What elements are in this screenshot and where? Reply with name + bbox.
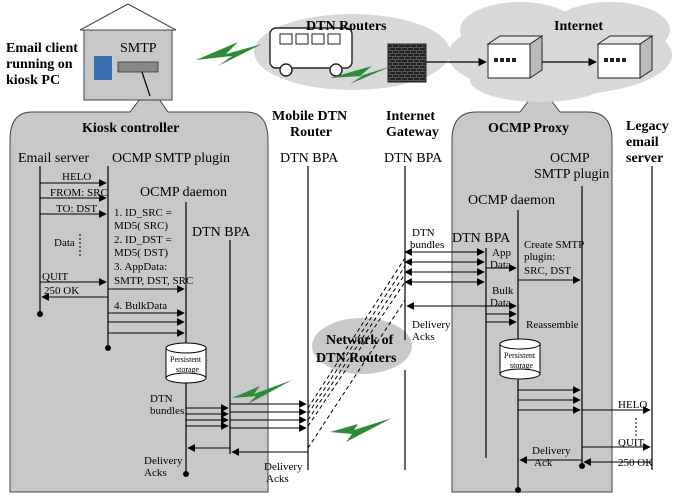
- ok-label: 250 OK: [44, 285, 79, 297]
- kiosk-pc-icon: [117, 61, 159, 73]
- kiosk-storage-cylinder: [165, 342, 207, 384]
- proxy-quit-label: QUIT: [618, 437, 645, 449]
- step1-line1: 1. ID_SRC =: [114, 207, 172, 219]
- ocmp-smtp-plugin-label: OCMP SMTP plugin: [112, 151, 230, 166]
- from-label: FROM: SRC: [50, 187, 108, 199]
- create-plugin-line1: Create SMTP: [524, 239, 584, 251]
- quit-label: QUIT: [42, 271, 69, 283]
- smtp-label: SMTP: [120, 41, 157, 56]
- gateway-delivery-line1: Delivery: [412, 319, 451, 331]
- lifeline-endpoints: [37, 311, 585, 493]
- gateway-dtn-bundles-line1: DTN: [412, 227, 435, 239]
- proxy-storage-cylinder: [499, 338, 541, 380]
- proxy-delivery-line1: Delivery: [532, 445, 571, 457]
- kiosk-dtn-bundles-line2: bundles: [150, 405, 184, 417]
- kiosk-house: [79, 3, 177, 101]
- create-plugin-line2: plugin:: [524, 251, 555, 263]
- step3-line1: 3. AppData:: [114, 261, 167, 273]
- to-label: TO: DST: [56, 203, 97, 215]
- kiosk-delivery-line1: Delivery: [144, 455, 183, 467]
- app-data-line2: Data: [490, 259, 511, 271]
- dtn-routers-title: DTN Routers: [306, 19, 387, 34]
- reassemble-label: Reassemble: [526, 319, 579, 331]
- mobile-dtn-bpa-label: DTN BPA: [280, 151, 339, 166]
- kiosk-dtn-bundles-line1: DTN: [150, 393, 173, 405]
- network-links: [307, 257, 406, 449]
- wireless-link-icon: [196, 42, 392, 442]
- proxy-storage-label-line2: storage: [510, 361, 534, 370]
- user-icon: [94, 56, 112, 80]
- internet-gateway-title-line2: Gateway: [386, 125, 439, 140]
- mobile-dtn-router-title-line2: Router: [290, 125, 332, 140]
- bulk-data-line2: Data: [490, 297, 511, 309]
- legacy-server-line1: Legacy: [626, 119, 669, 134]
- network-label-line2: DTN Routers: [316, 351, 397, 366]
- gateway-icon: [387, 43, 427, 83]
- email-client-label-line3: kiosk PC: [6, 73, 60, 88]
- step2-line1: 2. ID_DST =: [114, 234, 172, 246]
- bus-icon: [269, 27, 353, 77]
- app-data-line1: App: [492, 247, 511, 259]
- step4-label: 4. BulkData: [114, 300, 167, 312]
- email-client-label-line2: running on: [6, 57, 73, 72]
- kiosk-arrows: [40, 179, 308, 456]
- ocmp-proxy-title: OCMP Proxy: [488, 121, 569, 136]
- step3-line2: SMTP, DST, SRC: [114, 275, 193, 287]
- ocmp-daemon-label: OCMP daemon: [140, 185, 227, 200]
- internet-title: Internet: [554, 19, 603, 34]
- mobile-delivery-line2: Acks: [266, 473, 289, 485]
- ocmp-proxy-panel: [451, 85, 613, 493]
- helo-label: HELO: [62, 171, 91, 183]
- internet-router-icon: [486, 35, 544, 79]
- gateway-delivery-line2: Acks: [412, 331, 435, 343]
- proxy-delivery-line2: Ack: [534, 457, 553, 469]
- kiosk-dtn-bpa-label: DTN BPA: [192, 225, 251, 240]
- proxy-smtp-plugin-line2: SMTP plugin: [534, 167, 609, 182]
- email-server-label: Email server: [18, 151, 89, 166]
- gateway-dtn-bundles-line2: bundles: [410, 239, 444, 251]
- mobile-dtn-router-title-line1: Mobile DTN: [272, 109, 347, 124]
- proxy-dtn-bpa-label: DTN BPA: [452, 231, 511, 246]
- legacy-server-line2: email: [626, 135, 659, 150]
- step1-line2: MD5( SRC): [114, 220, 168, 232]
- email-client-label-line1: Email client: [6, 41, 78, 56]
- proxy-helo-label: HELO: [618, 399, 647, 411]
- network-label-line1: Network of: [326, 333, 394, 348]
- kiosk-controller-title: Kiosk controller: [82, 121, 179, 136]
- bulk-data-line1: Bulk: [492, 285, 514, 297]
- step2-line2: MD5( DST): [114, 247, 168, 259]
- proxy-ocmp-daemon-label: OCMP daemon: [468, 193, 555, 208]
- network-of-dtn-routers-cloud: [312, 318, 412, 374]
- internet-router-icon: [596, 35, 654, 79]
- proxy-smtp-plugin-line1: OCMP: [550, 151, 590, 166]
- mobile-delivery-line1: Delivery: [264, 461, 303, 473]
- create-plugin-line3: SRC, DST: [524, 265, 571, 277]
- kiosk-delivery-line2: Acks: [144, 467, 167, 479]
- legacy-server-line3: server: [626, 151, 663, 166]
- gateway-dtn-bpa-label: DTN BPA: [384, 151, 443, 166]
- kiosk-storage-label-line2: storage: [176, 365, 200, 374]
- proxy-arrows: [404, 248, 652, 466]
- proxy-storage-label-line1: Persistent: [504, 351, 536, 360]
- internet-gateway-title-line1: Internet: [386, 109, 435, 124]
- proxy-ok-label: 250 OK: [618, 457, 653, 469]
- data-label: Data: [54, 237, 75, 249]
- kiosk-storage-label-line1: Persistent: [170, 355, 202, 364]
